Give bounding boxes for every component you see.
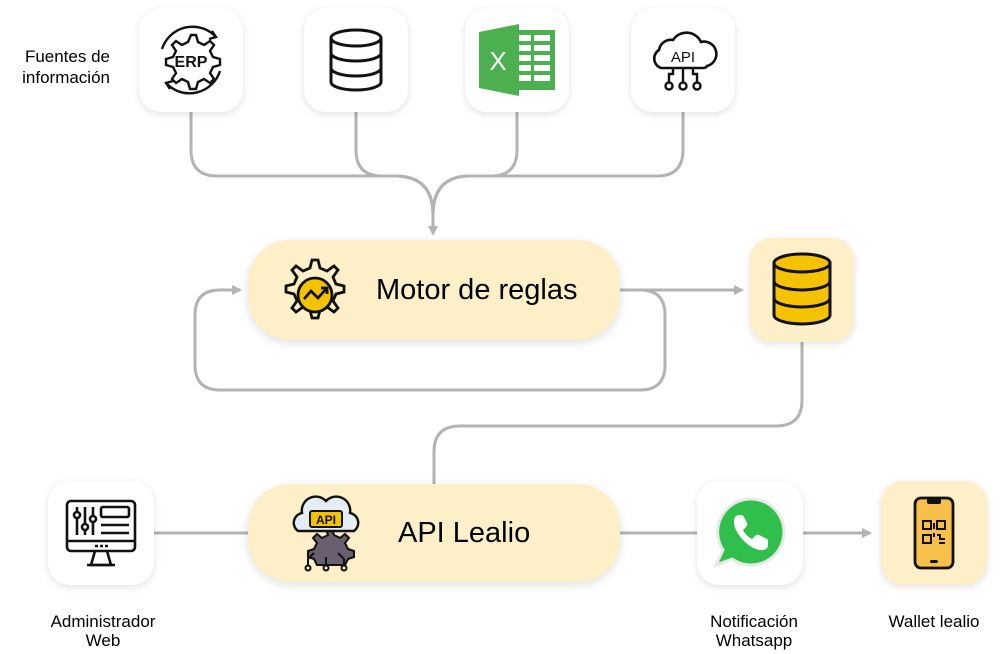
storage-node[interactable] [750, 238, 854, 342]
excel-icon: X [479, 24, 555, 96]
motor-label: Motor de reglas [376, 273, 578, 306]
admin-label-line1: Administrador [50, 612, 156, 631]
sources-label: Fuentes de información [22, 47, 110, 87]
svg-text:ERP: ERP [175, 54, 208, 71]
phone-qr-icon [913, 496, 955, 570]
svg-text:X: X [489, 46, 506, 76]
connector-motor-loop [193, 285, 667, 392]
source-erp[interactable]: ERP [139, 8, 243, 112]
connector-api [431, 112, 685, 216]
gear-chart-icon [284, 258, 346, 320]
api-lealio-node[interactable]: API API Lealio [248, 484, 620, 582]
source-api[interactable]: API [631, 8, 735, 112]
whatsapp-label-line2: Whatsapp [715, 631, 793, 650]
admin-web-node[interactable] [48, 481, 154, 585]
whatsapp-label: Notificación Whatsapp [680, 612, 828, 650]
wallet-node[interactable] [881, 481, 987, 585]
admin-label: Administrador Web [20, 612, 186, 650]
connector-excel [431, 112, 519, 216]
api-cloud-gear-icon: API [292, 495, 360, 572]
whatsapp-label-line1: Notificación [710, 612, 798, 631]
admin-label-line2: Web [85, 631, 121, 650]
whatsapp-node[interactable] [697, 481, 803, 585]
source-database[interactable] [304, 8, 408, 112]
database-icon [329, 28, 383, 92]
connector-erp [189, 112, 435, 216]
wallet-label: Wallet lealio [888, 612, 980, 631]
connector-storage-to-api [432, 342, 804, 484]
svg-text:API: API [316, 513, 336, 527]
whatsapp-icon [713, 497, 786, 568]
api-cloud-icon: API [652, 31, 718, 91]
admin-monitor-icon [65, 499, 137, 567]
api-lealio-label: API Lealio [398, 516, 531, 549]
erp-gear-icon: ERP [160, 25, 222, 95]
motor-de-reglas-node[interactable]: Motor de reglas [248, 240, 620, 340]
svg-text:API: API [671, 49, 695, 66]
connector-db [354, 112, 435, 216]
database-gold-icon [772, 252, 832, 326]
source-excel[interactable]: X [465, 8, 569, 112]
